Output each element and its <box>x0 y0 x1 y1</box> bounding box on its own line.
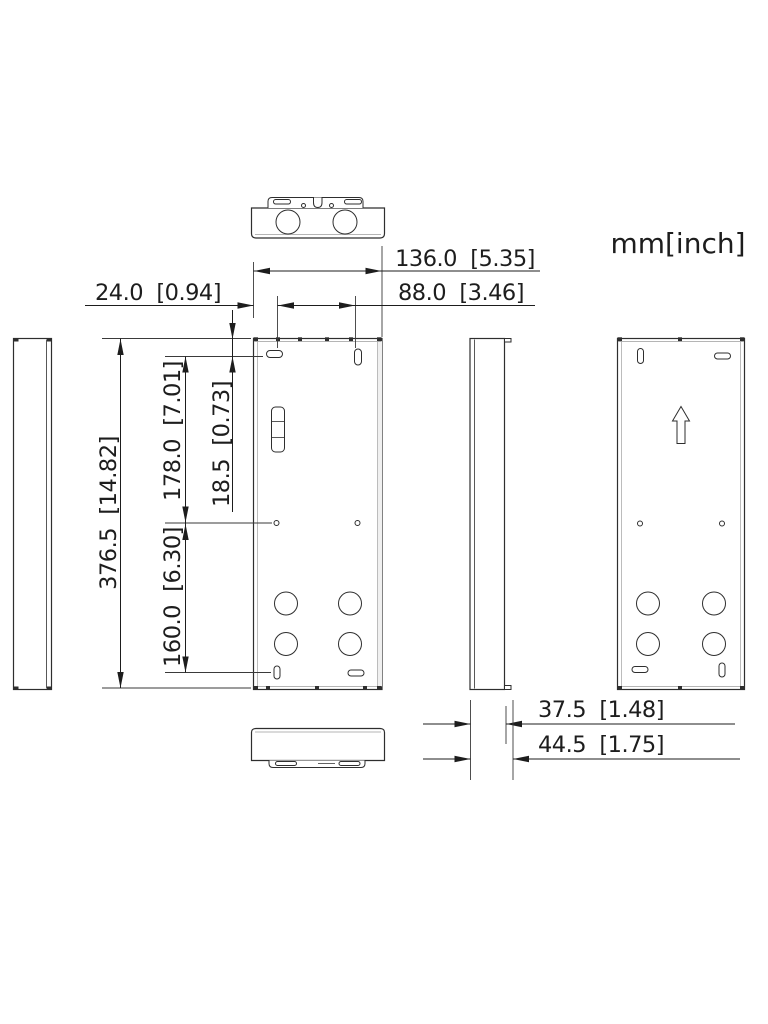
front-view-right-edge-band <box>377 341 382 687</box>
back-edge-corner-ticks <box>617 337 745 690</box>
arrowhead <box>229 323 236 339</box>
dimension-label: 376.5 [14.82] <box>96 436 122 590</box>
screw-hole-mid-left <box>273 520 280 526</box>
arrowhead <box>237 302 254 309</box>
flange-slot <box>344 199 362 205</box>
conduit-hole <box>275 209 301 235</box>
front-flange-tab-bottom <box>504 685 512 690</box>
dimension-edge-to-hole-horizontal: 24.0 [0.94] <box>85 280 254 309</box>
screw-hole-mid-left <box>637 520 643 527</box>
back-view <box>616 337 746 691</box>
bottom-view-body <box>250 727 386 762</box>
dimension-label: 136.0 [5.35] <box>395 246 535 272</box>
knockout-hole <box>636 632 660 656</box>
mounting-slot-bottom-right <box>718 662 726 678</box>
dimension-total-width: 136.0 [5.35] <box>253 246 540 337</box>
dimension-label: 178.0 [7.01] <box>160 361 186 501</box>
dimension-total-height: 376.5 [14.82] <box>96 338 251 689</box>
mounting-slot-bottom-left <box>273 665 281 680</box>
top-view-body <box>250 207 386 239</box>
mounting-slot-top-right <box>714 352 731 360</box>
small-hole <box>329 203 334 208</box>
left-side-view <box>12 337 53 691</box>
small-hole <box>301 203 306 208</box>
units-label: mm[inch] <box>610 227 745 260</box>
arrowhead <box>454 755 471 763</box>
dimension-hole-spacing-horizontal: 88.0 [3.46] <box>277 280 535 348</box>
corner-tab <box>13 686 19 690</box>
top-view <box>250 197 386 239</box>
bottom-view <box>250 727 386 768</box>
knockout-hole <box>338 632 362 656</box>
knockout-hole <box>338 591 362 616</box>
front-bottom-edge-ticks <box>253 686 382 690</box>
arrowhead <box>278 302 294 309</box>
dimension-top-edge-to-hole: 18.5 [0.73] <box>209 310 236 512</box>
flange-slot <box>338 761 361 766</box>
conduit-hole <box>332 209 358 235</box>
dimension-label: 24.0 [0.94] <box>95 280 221 306</box>
arrowhead <box>182 506 189 523</box>
arrowhead <box>254 267 270 275</box>
arrowhead <box>339 302 355 309</box>
arrowhead <box>182 524 189 540</box>
front-view <box>252 337 383 691</box>
up-arrow-icon <box>671 405 691 444</box>
mounting-slot-bottom-right <box>347 669 365 677</box>
arrowhead <box>117 672 124 688</box>
arrowhead <box>454 720 471 728</box>
mounting-slot-top-right <box>354 348 362 366</box>
cable-knockout-stack <box>271 406 285 453</box>
right-side-outline <box>469 337 506 691</box>
arrowhead <box>182 356 189 373</box>
mounting-slot-top-left <box>637 348 644 364</box>
screw-hole-mid-right <box>354 520 361 526</box>
flange-slot <box>273 199 291 205</box>
knockout-hole <box>702 632 726 656</box>
arrowhead <box>513 755 529 763</box>
dimension-label: 18.5 [0.73] <box>209 381 235 507</box>
screw-hole-mid-right <box>719 520 725 527</box>
arrowhead <box>365 267 382 275</box>
arrowhead <box>229 356 236 373</box>
front-flange-tab-top <box>504 338 512 343</box>
corner-tab <box>13 338 19 342</box>
dimension-mid-hole-to-bottom-hole: 160.0 [6.30] <box>160 523 271 673</box>
corner-tab <box>47 686 52 690</box>
right-side-view <box>469 337 512 691</box>
corner-tab <box>47 338 52 342</box>
dimension-body-depth: 37.5 [1.48] <box>423 697 735 780</box>
dimension-total-depth: 44.5 [1.75] <box>423 700 740 780</box>
arrowhead <box>506 720 522 728</box>
left-side-outline <box>12 337 53 691</box>
knockout-hole <box>274 591 298 616</box>
knockout-hole <box>274 632 298 656</box>
knockout-hole <box>702 591 726 616</box>
knockout-hole <box>636 591 660 616</box>
arrowhead <box>117 339 124 355</box>
arrowhead <box>182 656 189 673</box>
mounting-slot-bottom-left <box>631 666 649 673</box>
back-view-outline <box>616 337 746 691</box>
front-top-edge-ticks <box>253 337 382 342</box>
dimension-label: 44.5 [1.75] <box>538 732 664 758</box>
center-notch <box>313 197 323 209</box>
dimension-label: 88.0 [3.46] <box>398 280 524 306</box>
dimension-label: 160.0 [6.30] <box>160 527 186 667</box>
flange-slot <box>275 761 297 766</box>
dimension-label: 37.5 [1.48] <box>538 697 664 723</box>
dimension-top-hole-to-mid-hole: 178.0 [7.01] <box>160 356 272 524</box>
mounting-slot-top-left <box>266 350 283 358</box>
front-view-outline <box>252 337 383 691</box>
